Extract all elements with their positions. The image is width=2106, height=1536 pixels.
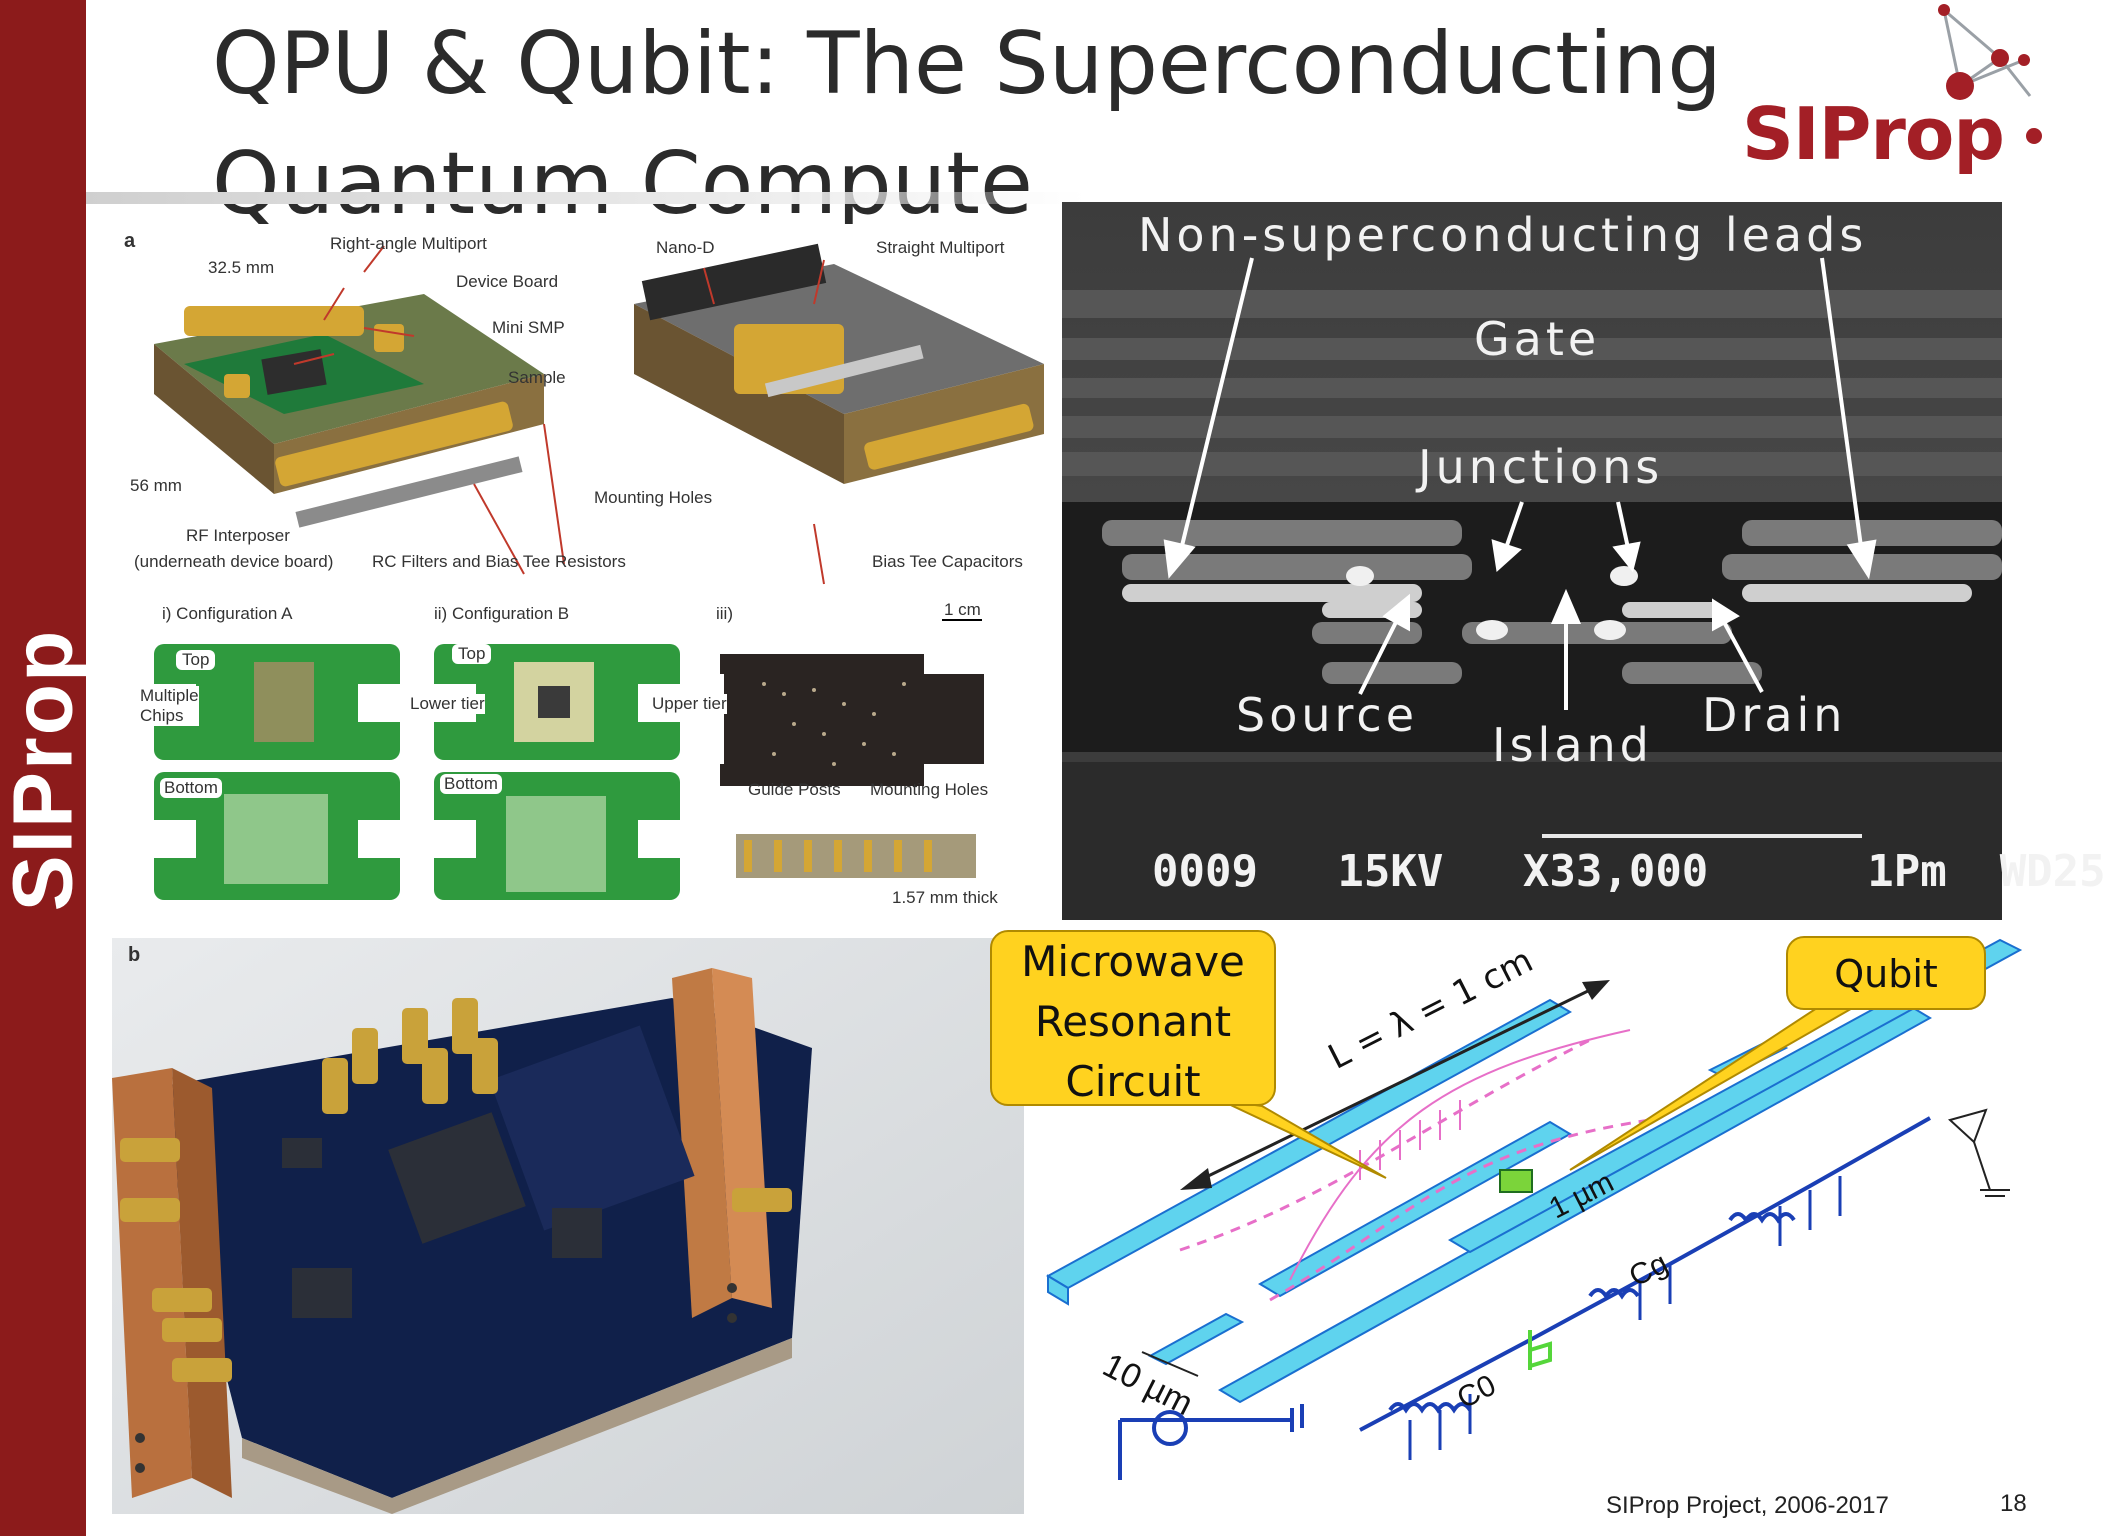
slide-title: QPU & Qubit: The Superconducting Quantum…: [212, 14, 1722, 234]
label-bottom-b: Bottom: [440, 774, 502, 794]
label-sample: Sample: [508, 368, 566, 387]
callout-qubit: Qubit: [1786, 936, 1986, 1010]
pcb-board-illustration: [112, 938, 1024, 1514]
sem-label-junctions: Junctions: [1418, 440, 1664, 494]
label-scale-1cm: 1 cm: [944, 600, 981, 619]
label-mounting-holes-2: Mounting Holes: [870, 780, 989, 799]
sem-micrograph: Non-superconducting leads Gate Junctions…: [1062, 202, 2106, 942]
sem-label-non-superconducting-leads: Non-superconducting leads: [1138, 208, 1868, 262]
sem-readout: 0009 15KV X33,000 1Pm WD25: [1152, 846, 2106, 897]
label-thickness: 1.57 mm thick: [892, 888, 998, 907]
label-upper-tier: Upper tier: [652, 694, 727, 714]
label-config-b: ii) Configuration B: [434, 604, 570, 623]
panel-letter-b: b: [128, 944, 141, 966]
label-top-b: Top: [452, 644, 492, 664]
label-device-board: Device Board: [456, 272, 559, 291]
label-width: 32.5 mm: [208, 258, 275, 277]
sem-label-source: Source: [1236, 688, 1418, 742]
label-bias-tee: Bias Tee Capacitors: [872, 552, 1023, 571]
label-nano-d: Nano-D: [656, 238, 715, 257]
callout-qubit-text: Qubit: [1834, 952, 1938, 996]
label-underneath: (underneath device board): [134, 552, 334, 571]
hardware-illustration: [154, 243, 1044, 900]
label-top-a: Top: [176, 650, 216, 670]
label-mounting-holes: Mounting Holes: [594, 488, 713, 507]
label-config-a: i) Configuration A: [162, 604, 293, 623]
siprop-logo-icon: [1938, 4, 2042, 144]
callout-microwave-resonant-circuit: Microwave Resonant Circuit: [990, 930, 1276, 1106]
label-guide-posts: Guide Posts: [748, 780, 841, 799]
label-height: 56 mm: [130, 476, 182, 495]
brand-sidebar: SIProp: [0, 0, 90, 1536]
logo-wordmark: SIProp: [1742, 92, 2005, 176]
footer-copyright: SIProp Project, 2006-2017: [1606, 1492, 1889, 1519]
page-number: 18: [2000, 1490, 2027, 1517]
panel-letter-a: a: [124, 230, 136, 252]
sem-label-island: Island: [1492, 718, 1653, 772]
sem-label-drain: Drain: [1702, 688, 1847, 742]
figure-a-hardware: a Right-angle Multiport 32.5 mm Device B…: [124, 224, 1044, 914]
label-right-angle-multiport: Right-angle Multiport: [330, 234, 487, 253]
sem-label-gate: Gate: [1474, 312, 1601, 366]
callout-microwave-text: Microwave Resonant Circuit: [1021, 937, 1245, 1106]
label-iii: iii): [716, 604, 733, 623]
sem-image: [1062, 202, 2002, 942]
label-mini-smp: Mini SMP: [492, 318, 565, 337]
label-multiple-chips: Multiple Chips: [140, 686, 199, 726]
label-lower-tier: Lower tier: [410, 694, 485, 714]
label-bottom-a: Bottom: [160, 778, 222, 798]
label-rf-interposer: RF Interposer: [186, 526, 290, 545]
title-underline: [86, 192, 1086, 204]
sidebar-brand-text: SIProp: [0, 628, 90, 912]
label-straight-multiport: Straight Multiport: [876, 238, 1005, 257]
label-rc-filters: RC Filters and Bias Tee Resistors: [372, 552, 626, 571]
figure-b-pcb-photo: b: [112, 938, 1024, 1514]
